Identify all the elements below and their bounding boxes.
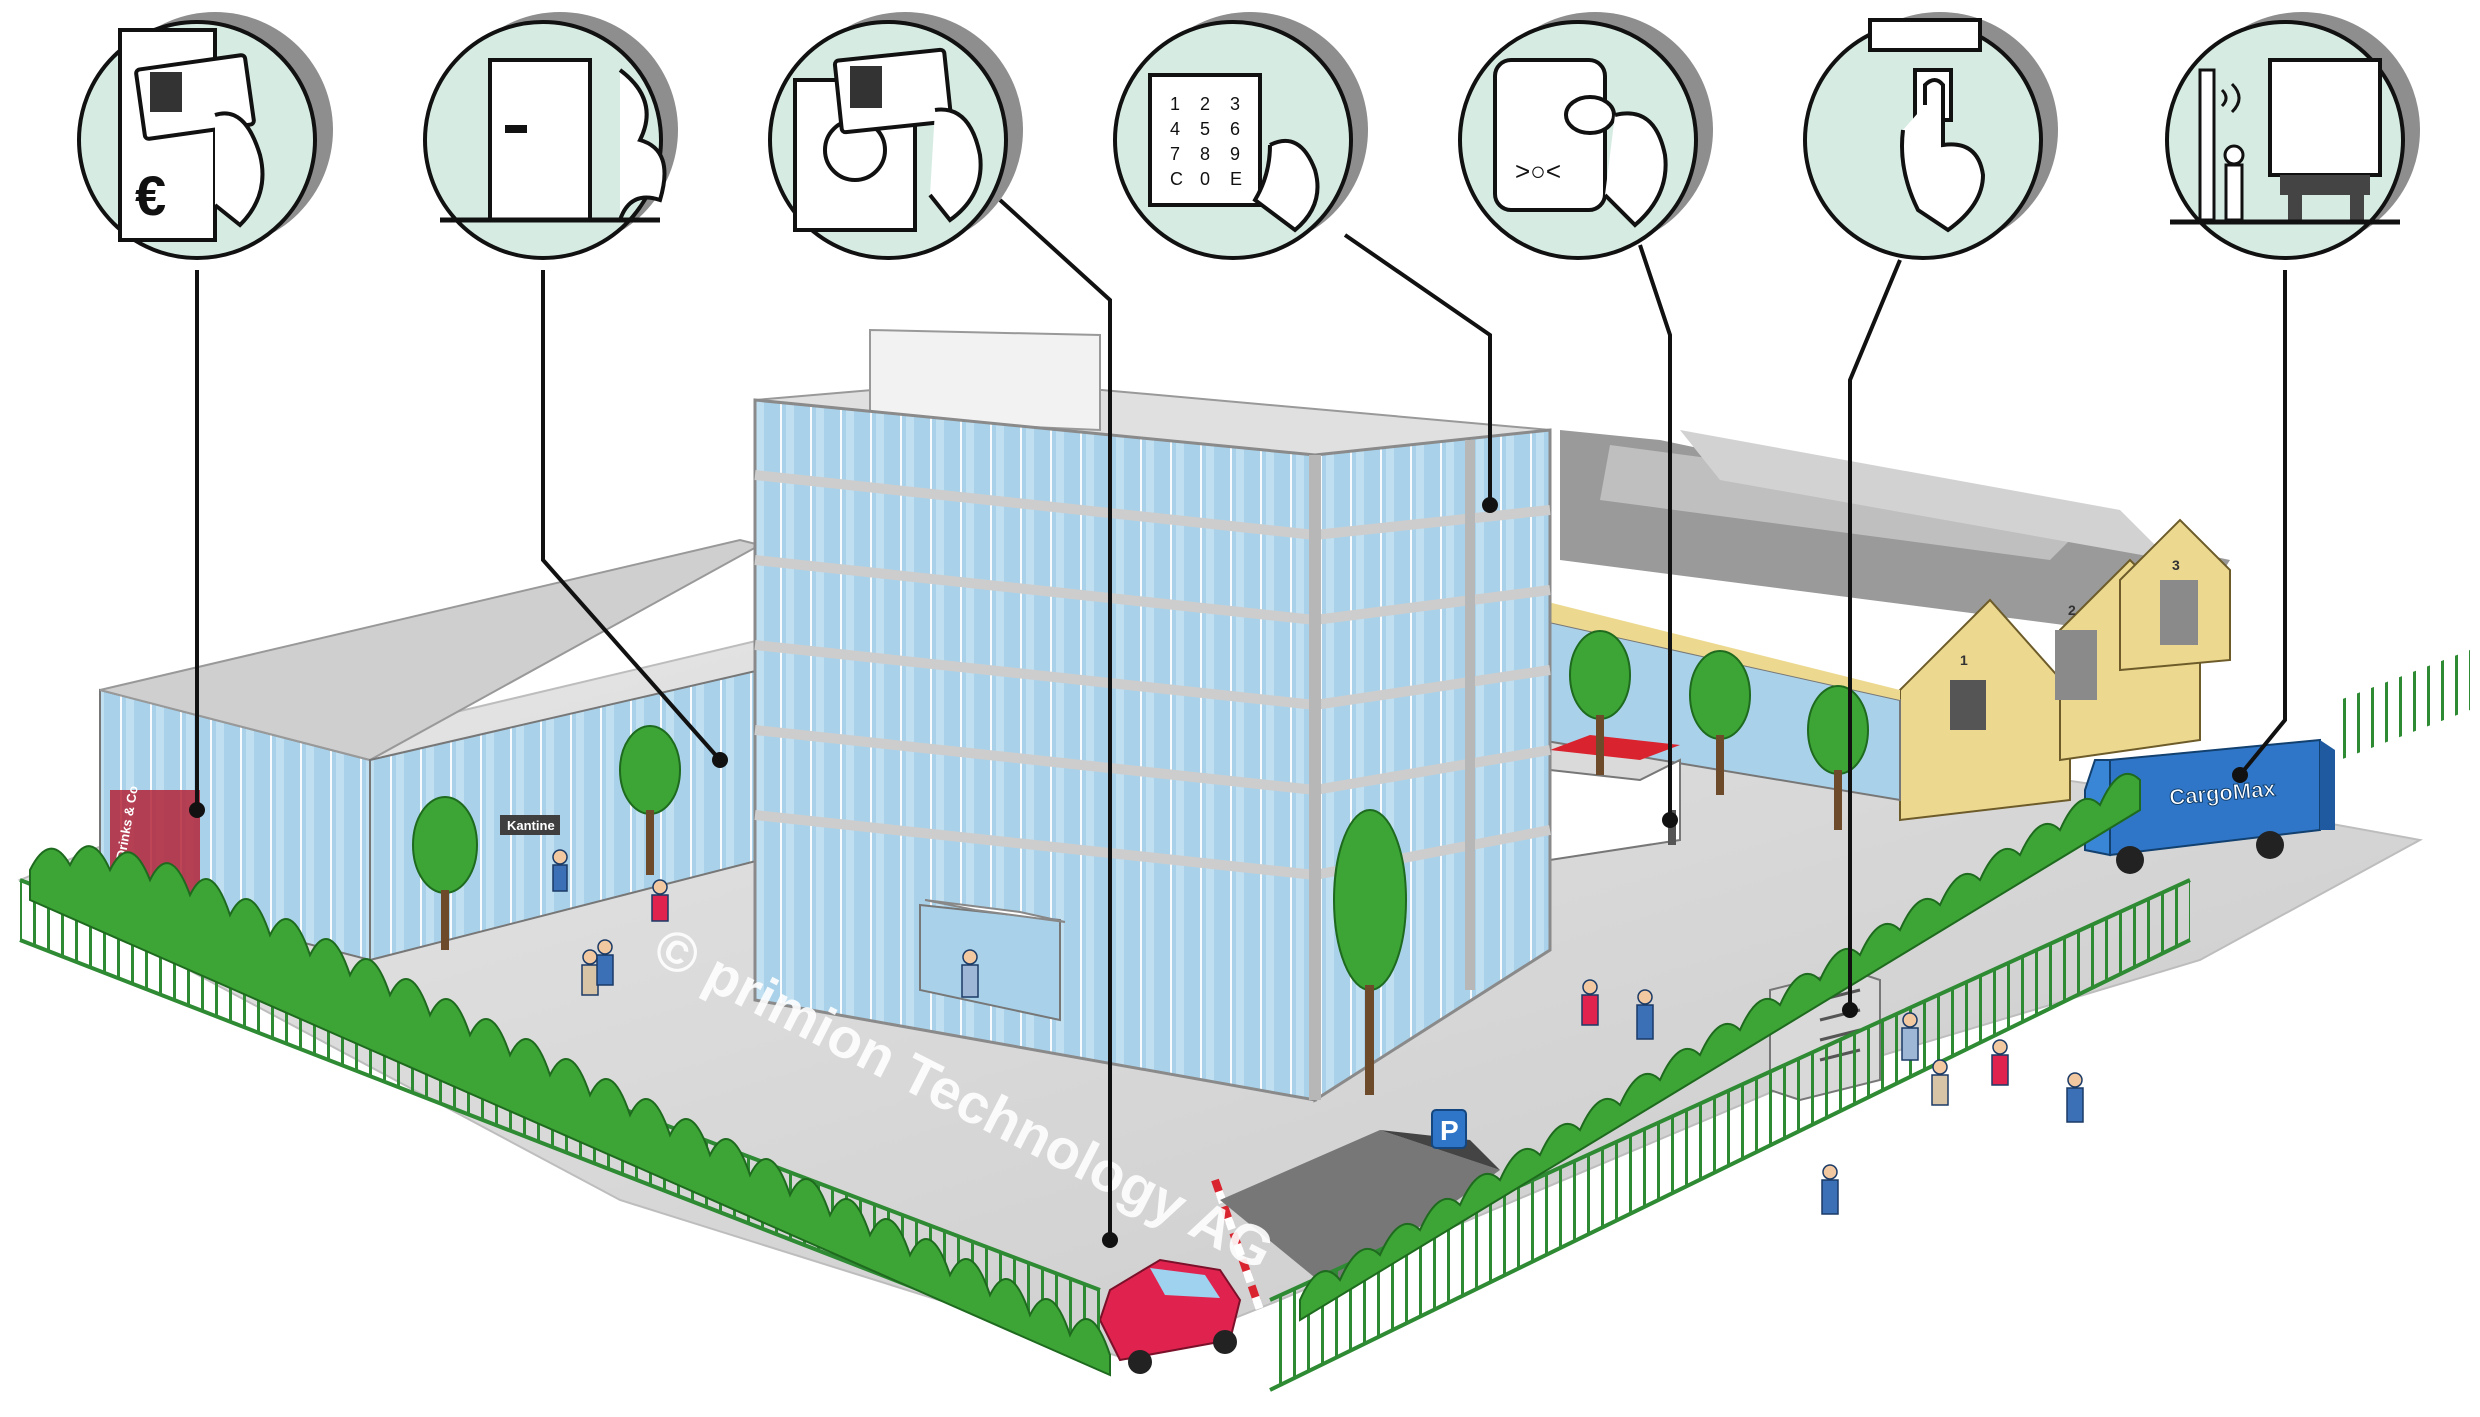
callout-fire-door [423,12,678,260]
parking-sign: P [1440,1115,1459,1146]
keypad-key: 7 [1170,144,1180,164]
leader-dots [189,497,2248,1248]
hall-number-1: 1 [1960,652,1968,668]
trees [412,630,1869,1095]
callout-key-fob-reader: >○< [1458,12,1713,260]
warehouse-halls: 1 2 3 [1539,430,2231,822]
canteen-sign: Kantine [507,818,555,833]
push-button-icon [1868,18,1986,233]
keypad-key: 2 [1200,94,1210,114]
fire-door-icon [440,58,667,223]
keypad-reader-icon: 1 2 3 4 5 6 7 8 9 C 0 E [1148,73,1320,233]
perimeter-fence [19,650,2470,1392]
truck-brand: CargoMax [2168,776,2277,810]
keypad-key: C [1170,169,1183,189]
callout-badge-reader [768,12,1023,260]
delivery-truck: CargoMax [2084,738,2335,874]
reader-symbol: >○< [1515,156,1561,186]
parking-sign-panel [1431,1109,1467,1149]
badge-reader-icon [793,47,983,232]
office-tower [753,328,1552,1103]
badge-payment-icon: € [118,28,265,242]
currency-symbol: € [135,164,166,227]
hall-number-2: 2 [2068,602,2076,618]
hall-number-3: 3 [2172,557,2180,573]
keypad-key: E [1230,169,1242,189]
keypad-key: 6 [1230,119,1240,139]
keypad-key: 5 [1200,119,1210,139]
keypad-key: 8 [1200,144,1210,164]
underground-parking-ramp: P [1220,1109,1500,1290]
callout-keypad-reader: 1 2 3 4 5 6 7 8 9 C 0 E [1113,12,1368,260]
key-fob-reader-icon: >○< [1493,58,1668,228]
callout-loading-dock [2165,12,2420,260]
keypad-key: 3 [1230,94,1240,114]
keypad-key: 9 [1230,144,1240,164]
people [552,849,2084,1215]
keypad-key: 0 [1200,169,1210,189]
keypad-key: 1 [1170,94,1180,114]
loading-dock-intercom-icon [2170,58,2400,225]
callout-badge-payment: € [77,12,333,260]
keypad-key: 4 [1170,119,1180,139]
left-building: Drinks & Co Kantine [99,538,763,962]
callout-leader-lines [195,198,2287,1240]
callout-push-button [1803,12,2058,260]
